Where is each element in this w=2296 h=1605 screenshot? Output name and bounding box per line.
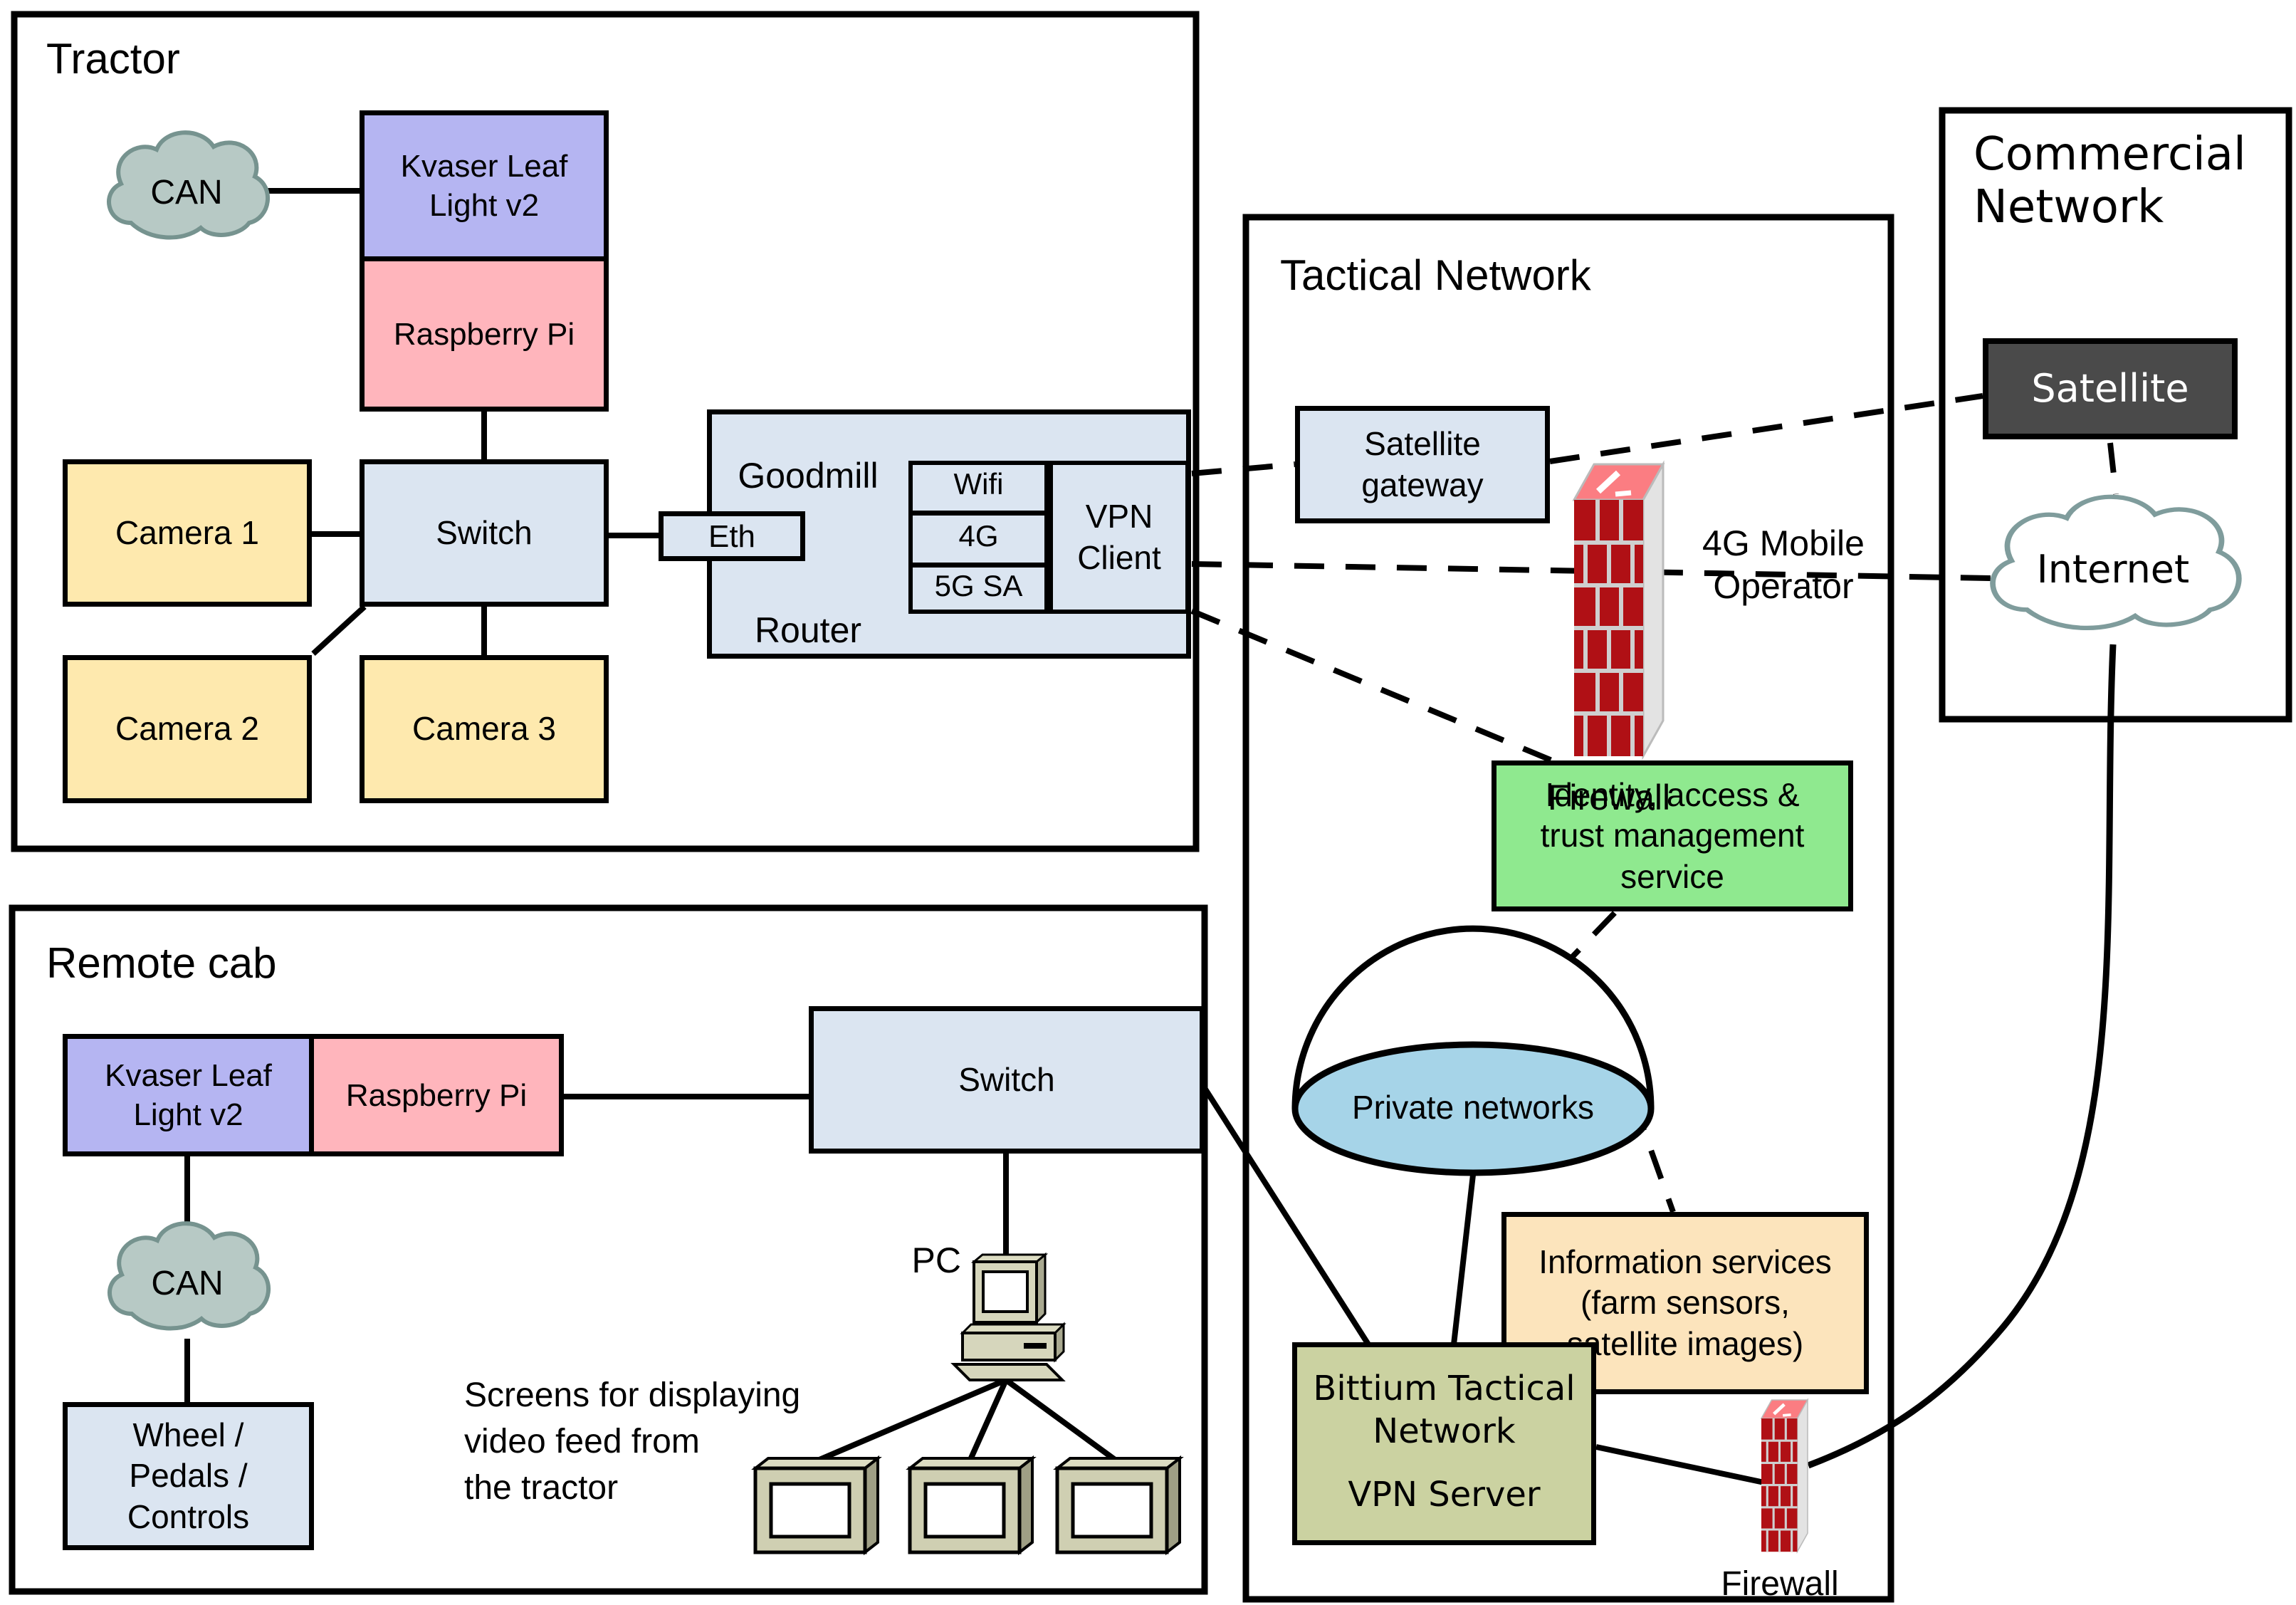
node-eth-port: Eth	[659, 511, 805, 561]
internet-label: Internet	[2036, 547, 2190, 592]
node-satellite: Satellite	[1983, 338, 2238, 439]
screen3-icon	[1057, 1458, 1180, 1552]
tractor-region-border	[11, 11, 1200, 852]
link-satellite-internet	[2107, 442, 2119, 495]
node-information-services: Information services (farm sensors, sate…	[1501, 1212, 1869, 1394]
firewall-small-label: Firewall	[1721, 1565, 1839, 1603]
commercial-network-title: Commercial Network	[1973, 128, 2246, 234]
tactical-network-title: Tactical Network	[1280, 251, 1591, 299]
node-kvaser-tractor: Kvaser Leaf Light v2	[360, 110, 609, 261]
link-vpn-identity	[1190, 608, 1553, 763]
modem-5gsa-label: 5G SA	[934, 569, 1023, 602]
node-bittium-vpn-server: Bittium Tactical Network VPN Server	[1292, 1342, 1596, 1545]
link-bittium-firewall	[1595, 1444, 1765, 1485]
remote-cab-title: Remote cab	[46, 939, 277, 987]
node-vpn-client: VPN Client	[1049, 461, 1190, 614]
node-raspberrypi-remote: Raspberry Pi	[309, 1034, 564, 1156]
private-networks-dome-icon	[1291, 925, 1655, 1176]
solid-connectors	[184, 188, 2117, 1485]
tactical-region-border	[1242, 214, 1894, 1603]
firewall-icon-main	[1574, 464, 1663, 756]
commercial-region-border	[1939, 107, 2292, 723]
dashed-connectors	[1190, 393, 2119, 1213]
private-networks-label: Private networks	[1351, 1089, 1594, 1126]
firewall-main-label: Firewall	[1547, 778, 1671, 817]
node-switch-remote: Switch	[809, 1006, 1205, 1154]
screens-note: Screens for displaying video feed from t…	[464, 1376, 801, 1507]
link-camera2-switch	[311, 605, 367, 656]
node-wheel-pedals-controls: Wheel / Pedals / Controls	[63, 1402, 314, 1550]
node-satellite-gateway: Satellite gateway	[1295, 406, 1550, 523]
modem-divider-1	[913, 511, 1044, 516]
link-private-networks-bittium	[1451, 1174, 1476, 1345]
pc-label: PC	[911, 1240, 961, 1280]
modem-stack	[908, 461, 1049, 614]
link-pc-screen3	[1004, 1377, 1119, 1464]
can-label-remote: CAN	[151, 1265, 224, 1302]
node-camera1: Camera 1	[63, 459, 312, 607]
firewall-icon-small	[1761, 1400, 1808, 1552]
screen2-icon	[910, 1458, 1032, 1552]
node-camera2: Camera 2	[63, 655, 312, 803]
link-internet-firewall-curve	[1807, 644, 2117, 1469]
link-vpn-satgateway	[1191, 461, 1296, 476]
modem-4g-label: 4G	[958, 519, 999, 553]
bittium-role: VPN Server	[1348, 1475, 1541, 1515]
link-identity-privatenet	[1537, 911, 1617, 993]
goodmill-label: Goodmill	[738, 456, 879, 496]
pc-icon	[950, 1252, 1066, 1381]
modem-wifi-label: Wifi	[953, 467, 1004, 501]
region-borders	[9, 11, 2292, 1603]
router-label: Router	[754, 610, 862, 650]
can-label-tractor: CAN	[150, 174, 223, 211]
modem-divider-2	[913, 563, 1044, 568]
node-raspberrypi-tractor: Raspberry Pi	[360, 256, 609, 412]
tractor-title: Tractor	[46, 35, 180, 83]
mobile-operator-label: 4G Mobile Operator	[1702, 523, 1865, 606]
remote-cab-region-border	[9, 904, 1208, 1595]
link-remote-switch-bittium	[1202, 1086, 1371, 1347]
node-identity-service: Identity, access & trust management serv…	[1492, 760, 1853, 911]
bittium-name: Bittium Tactical Network	[1313, 1369, 1576, 1451]
node-camera3: Camera 3	[360, 655, 609, 803]
link-pc-screen2	[967, 1379, 1009, 1463]
link-satgateway-satellite	[1549, 393, 1983, 464]
node-switch-tractor: Switch	[360, 459, 609, 607]
node-kvaser-remote: Kvaser Leaf Light v2	[63, 1034, 314, 1156]
link-pc-screen1	[814, 1377, 1007, 1464]
